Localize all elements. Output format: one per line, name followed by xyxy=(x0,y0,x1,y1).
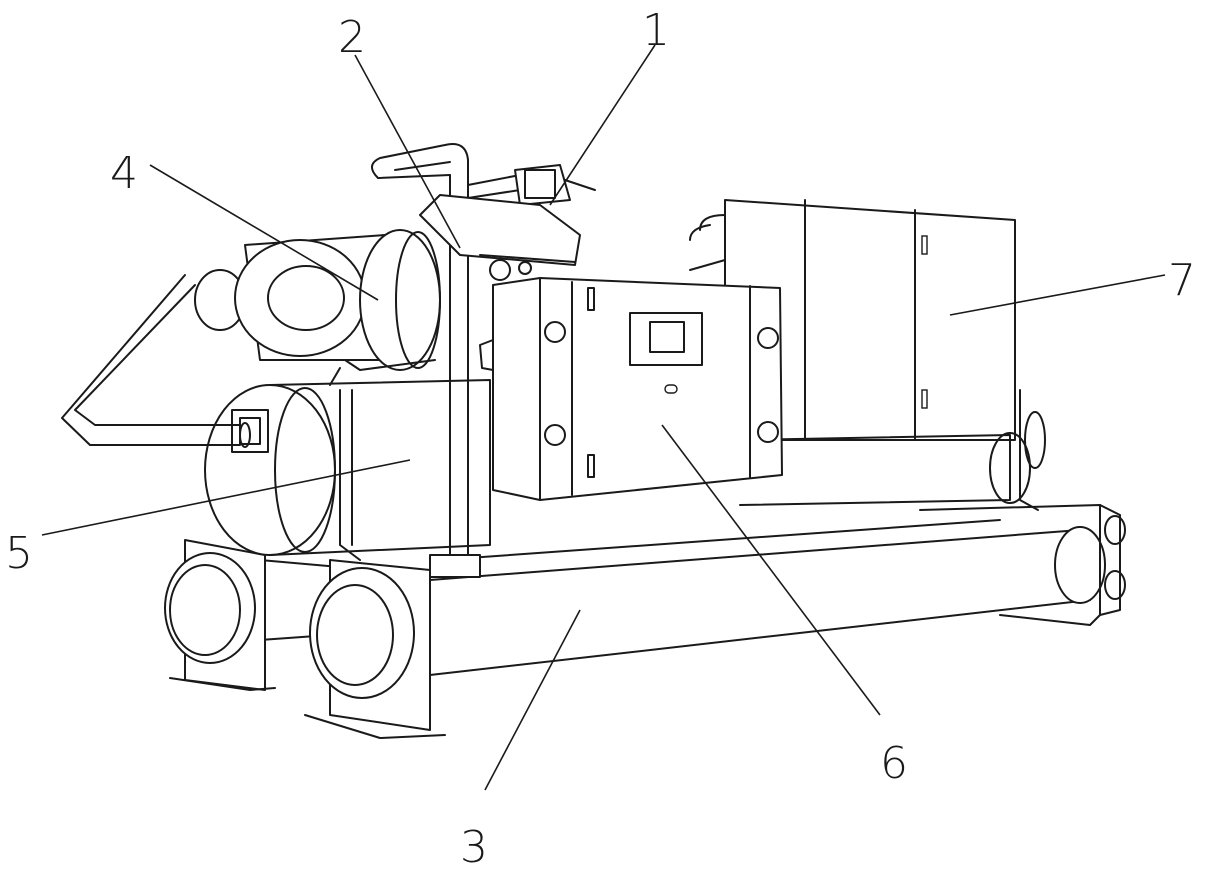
leader-4 xyxy=(149,164,379,301)
leader-5 xyxy=(41,459,411,536)
leader-lines xyxy=(41,44,1166,791)
leader-1 xyxy=(549,44,656,206)
leader-3 xyxy=(484,609,581,791)
leader-6 xyxy=(661,424,881,716)
callout-3: 3 xyxy=(460,822,488,870)
left-support-legs xyxy=(164,539,446,739)
electrical-cabinet xyxy=(689,199,1046,511)
compressor xyxy=(194,229,441,386)
control-panel xyxy=(479,277,783,501)
callout-2: 2 xyxy=(338,12,366,63)
leader-7 xyxy=(949,274,1166,316)
callout-6: 6 xyxy=(880,738,908,789)
leader-2 xyxy=(354,54,461,249)
suction-pipe xyxy=(61,274,251,448)
callout-labels: 1 2 3 4 5 6 7 xyxy=(5,5,1196,870)
callout-7: 7 xyxy=(1168,255,1196,306)
lower-drum xyxy=(204,379,491,561)
callout-1: 1 xyxy=(642,5,670,56)
callout-5: 5 xyxy=(5,528,33,579)
callout-4: 4 xyxy=(110,148,138,199)
